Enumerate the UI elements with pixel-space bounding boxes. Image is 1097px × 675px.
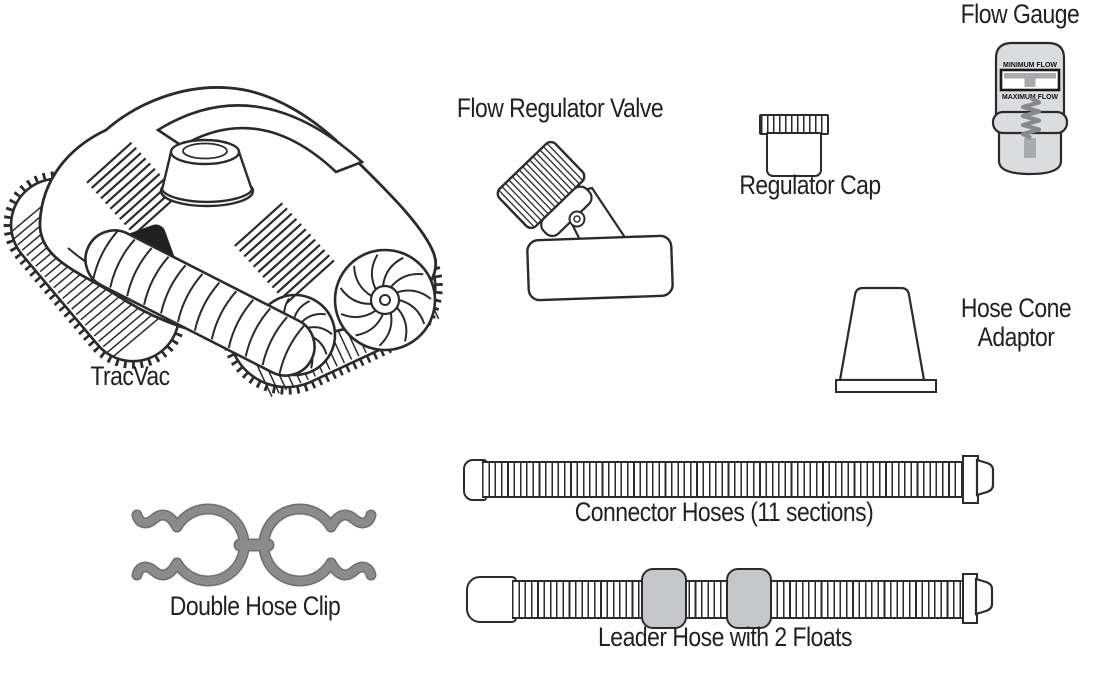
gauge-stem bbox=[1024, 138, 1036, 158]
flow-regulator-valve-illustration bbox=[496, 140, 674, 302]
gauge-indicator bbox=[1004, 73, 1056, 87]
flow-gauge-label: Flow Gauge bbox=[960, 0, 1080, 29]
flow-regulator-valve-label: Flow Regulator Valve bbox=[456, 93, 664, 123]
front-roller bbox=[84, 229, 316, 377]
valve-knob bbox=[496, 140, 593, 238]
valve-body bbox=[526, 234, 674, 302]
hose-cone-adaptor-label-line2: Adaptor bbox=[977, 321, 1055, 352]
double-hose-clip-label: Double Hose Clip bbox=[169, 591, 341, 621]
hose-tip bbox=[974, 577, 994, 616]
tracvac-illustration bbox=[3, 86, 443, 398]
hose-cuff bbox=[466, 576, 517, 623]
hose-corrugation bbox=[482, 461, 963, 498]
hose-float bbox=[726, 568, 772, 629]
handle bbox=[155, 104, 365, 174]
gauge-min-flow-label: MINIMUM FLOW bbox=[1003, 60, 1057, 69]
vent-panel bbox=[86, 141, 180, 236]
cap-body bbox=[766, 132, 822, 177]
double-hose-clip-illustration bbox=[131, 503, 377, 587]
track-wheel bbox=[333, 248, 437, 352]
leader-hose-label: Leader Hose with 2 Floats bbox=[598, 622, 852, 652]
hose-cone-adaptor-label-line1: Hose Cone bbox=[960, 293, 1072, 323]
cone-base bbox=[835, 379, 937, 393]
gauge-spring bbox=[1020, 96, 1042, 140]
hose-tip bbox=[975, 458, 995, 497]
hose-cone-adaptor-illustration bbox=[835, 286, 937, 393]
flow-gauge-illustration: MINIMUM FLOW MAXIMUM FLOW bbox=[991, 41, 1069, 176]
hose-float bbox=[641, 568, 687, 629]
gauge-max-flow-label: MAXIMUM FLOW bbox=[1002, 92, 1058, 101]
vent-panel bbox=[234, 202, 335, 305]
cone bbox=[838, 286, 926, 382]
tracvac-label: TracVac bbox=[90, 361, 170, 391]
connector-hoses-label: Connector Hoses (11 sections) bbox=[574, 497, 874, 527]
regulator-cap-label: Regulator Cap bbox=[739, 170, 881, 200]
intake-port bbox=[159, 138, 255, 208]
